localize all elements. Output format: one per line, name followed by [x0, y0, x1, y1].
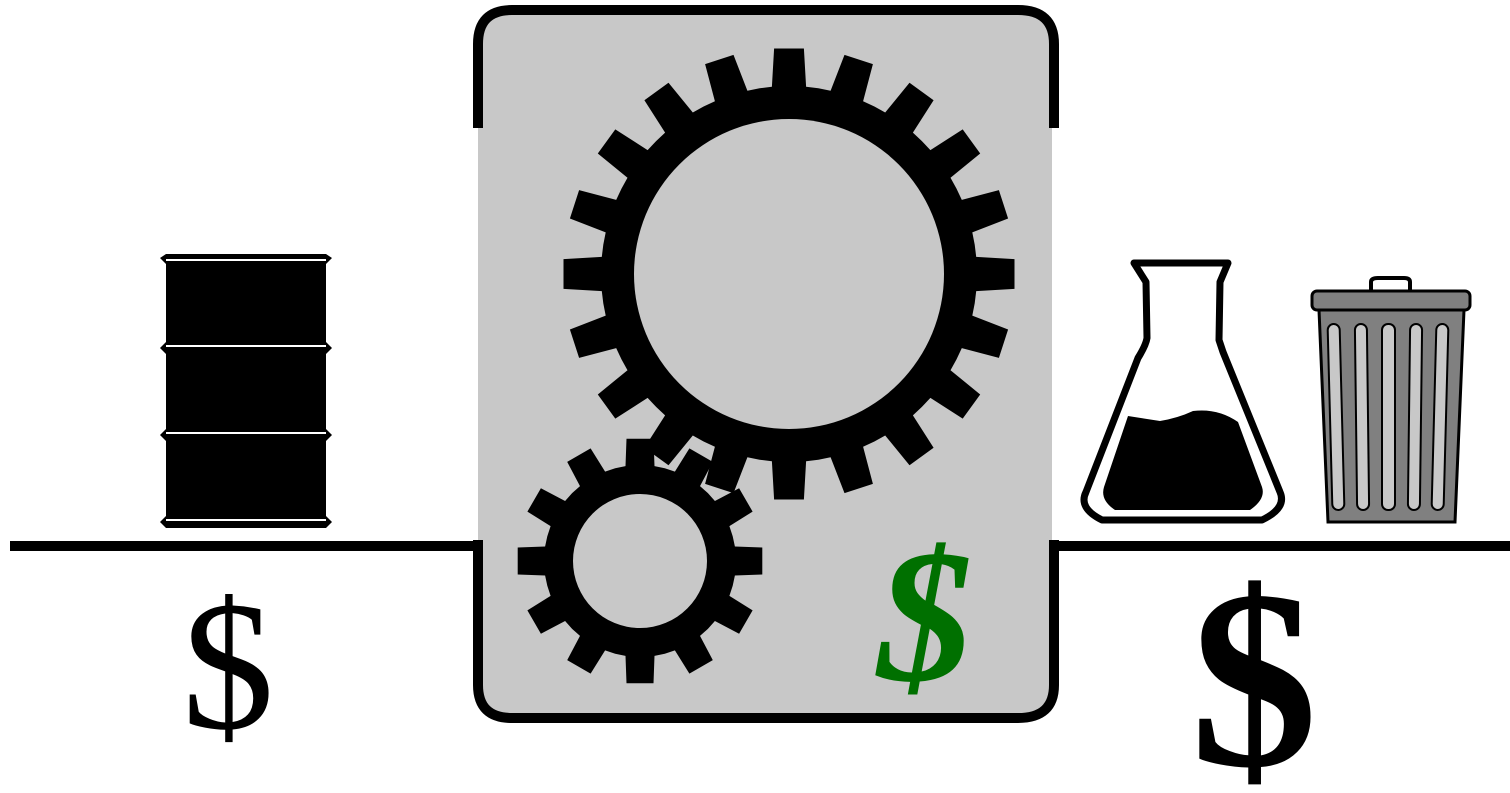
gear-small-hub	[573, 494, 707, 628]
input-cost-dollar: $	[182, 564, 275, 769]
process-value-dollar: $	[875, 512, 973, 722]
oil-barrel-icon	[160, 254, 332, 528]
flask-icon	[1084, 263, 1282, 520]
output-value-dollar: $	[1190, 539, 1318, 793]
process-box: $	[478, 10, 1054, 722]
gear-large-hub	[634, 119, 944, 429]
trash-can-icon	[1312, 278, 1470, 522]
